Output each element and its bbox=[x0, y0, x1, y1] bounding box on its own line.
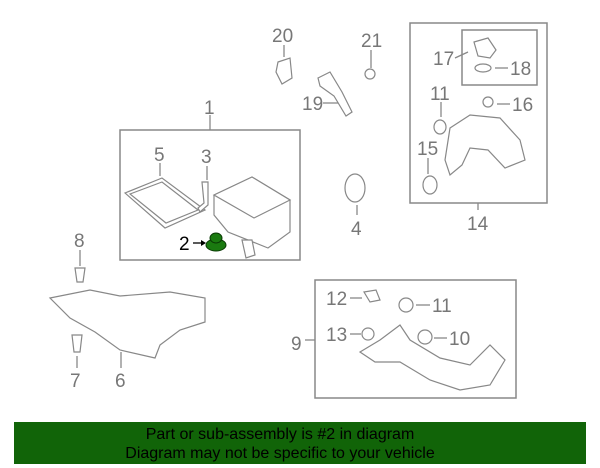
callout-12[interactable]: 12 bbox=[326, 289, 347, 310]
grommet-part-11-lower[interactable] bbox=[398, 297, 414, 313]
bolt-part-21[interactable] bbox=[364, 68, 376, 80]
clip-part-7[interactable] bbox=[71, 334, 83, 353]
grommet-part-10[interactable] bbox=[417, 329, 433, 345]
banner-line-2: Diagram may not be specific to your vehi… bbox=[125, 445, 435, 462]
callout-1[interactable]: 1 bbox=[204, 98, 215, 119]
callout-16[interactable]: 16 bbox=[512, 95, 533, 116]
callout-11-upper[interactable]: 11 bbox=[430, 84, 450, 105]
callout-17[interactable]: 17 bbox=[433, 49, 454, 70]
callout-15[interactable]: 15 bbox=[417, 139, 438, 160]
fitting-part-17[interactable] bbox=[473, 37, 497, 59]
callout-21[interactable]: 21 bbox=[361, 31, 382, 52]
hose-part-9[interactable] bbox=[358, 324, 506, 391]
banner-line-1: Part or sub-assembly is #2 in diagram bbox=[145, 426, 415, 443]
grommet-part-11-upper[interactable] bbox=[433, 119, 447, 135]
air-filter-element[interactable] bbox=[123, 177, 207, 229]
callout-2[interactable]: 2 bbox=[179, 234, 190, 255]
callout-8[interactable]: 8 bbox=[74, 231, 85, 252]
grommet-part-2[interactable] bbox=[205, 232, 227, 252]
bracket-part-19[interactable] bbox=[317, 71, 353, 117]
callout-9[interactable]: 9 bbox=[291, 334, 302, 355]
nut-part-16[interactable] bbox=[482, 96, 494, 108]
callout-3[interactable]: 3 bbox=[201, 147, 212, 168]
callout-4[interactable]: 4 bbox=[351, 219, 362, 240]
clamp-part-4[interactable] bbox=[344, 173, 366, 203]
air-cleaner-housing[interactable] bbox=[212, 176, 292, 259]
callout-20[interactable]: 20 bbox=[272, 26, 293, 47]
clip-part-8[interactable] bbox=[74, 267, 86, 283]
callout-14[interactable]: 14 bbox=[467, 214, 489, 235]
o-ring-part-18[interactable] bbox=[474, 63, 492, 73]
callout-6[interactable]: 6 bbox=[115, 371, 126, 392]
assembly-box-17-18 bbox=[461, 29, 538, 86]
callout-18[interactable]: 18 bbox=[510, 59, 531, 80]
seal-part-15[interactable] bbox=[422, 175, 438, 195]
nut-part-13[interactable] bbox=[361, 327, 375, 341]
bracket-part-20[interactable] bbox=[275, 57, 293, 85]
callout-7[interactable]: 7 bbox=[70, 371, 81, 392]
bracket-part-12[interactable] bbox=[363, 289, 381, 303]
callout-13[interactable]: 13 bbox=[326, 325, 347, 346]
hose-part-14[interactable] bbox=[444, 114, 526, 177]
assembly-box-9 bbox=[314, 279, 517, 399]
air-duct-part-6[interactable] bbox=[48, 289, 206, 359]
callout-11-lower[interactable]: 11 bbox=[432, 296, 452, 317]
callout-19[interactable]: 19 bbox=[302, 94, 323, 115]
callout-5[interactable]: 5 bbox=[154, 145, 165, 166]
callout-10[interactable]: 10 bbox=[449, 329, 470, 350]
info-banner: Part or sub-assembly is #2 in diagram Di… bbox=[14, 422, 586, 464]
clip-part-3[interactable] bbox=[197, 181, 209, 213]
